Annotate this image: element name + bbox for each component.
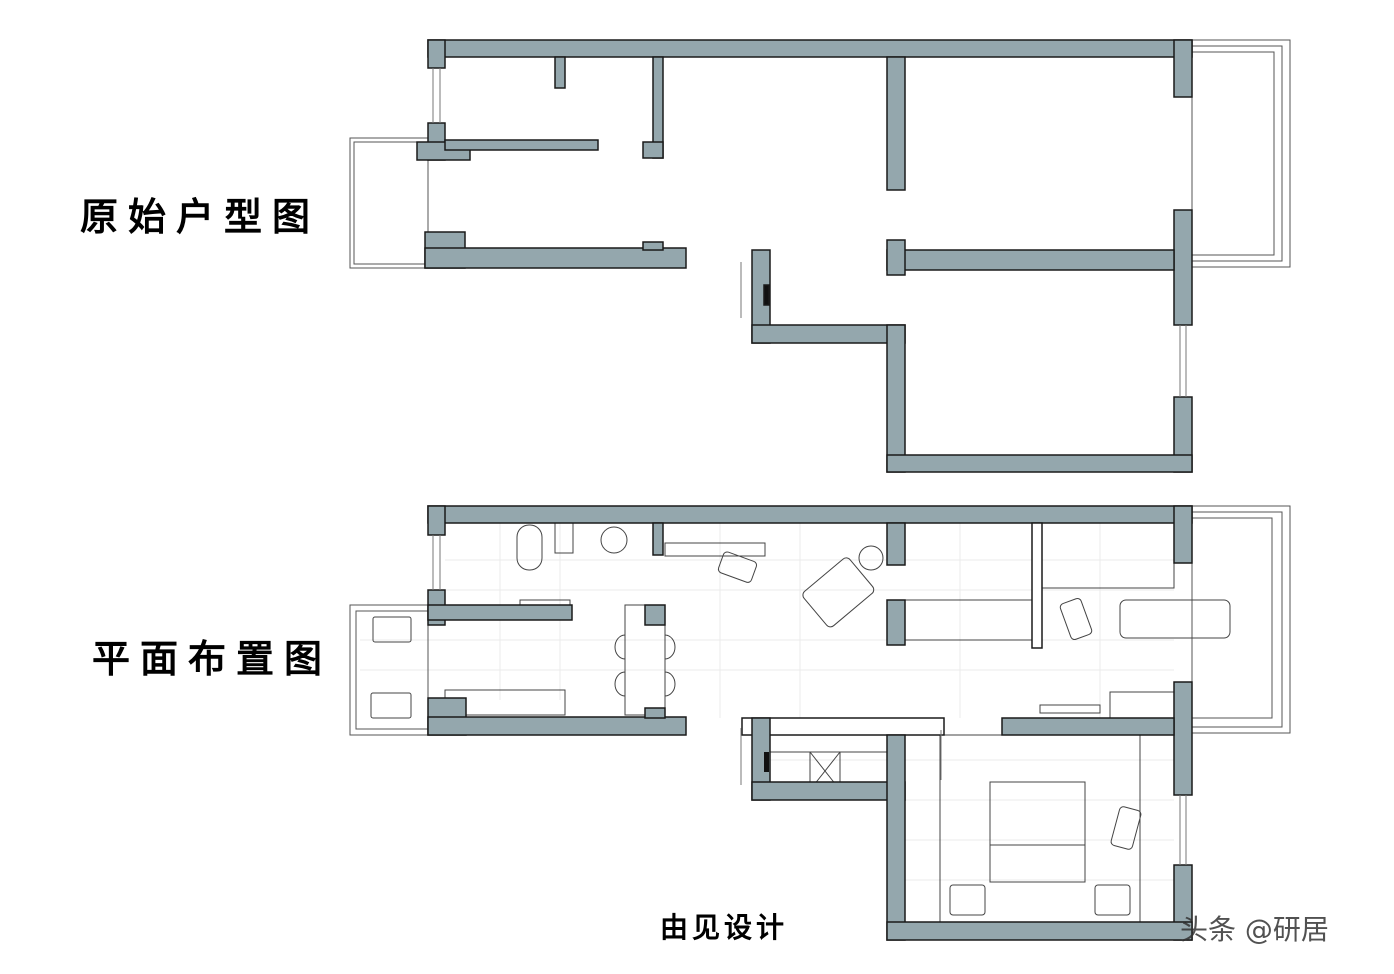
original-floor-plan — [349, 39, 1291, 473]
layout-plan-title: 平面布置图 — [92, 636, 333, 681]
floor-grid — [360, 523, 1174, 881]
windows-doors — [432, 535, 1187, 865]
walls — [427, 505, 1193, 941]
balcony-right — [1191, 39, 1291, 268]
designer-label: 由见设计 — [660, 911, 789, 944]
watermark: 头条 @研居 — [1180, 913, 1329, 946]
balconies — [349, 505, 1291, 736]
windows — [432, 68, 1187, 397]
furnished-floor-plan — [349, 505, 1291, 941]
balcony-left — [349, 137, 429, 269]
original-plan-title: 原始户型图 — [80, 194, 321, 239]
